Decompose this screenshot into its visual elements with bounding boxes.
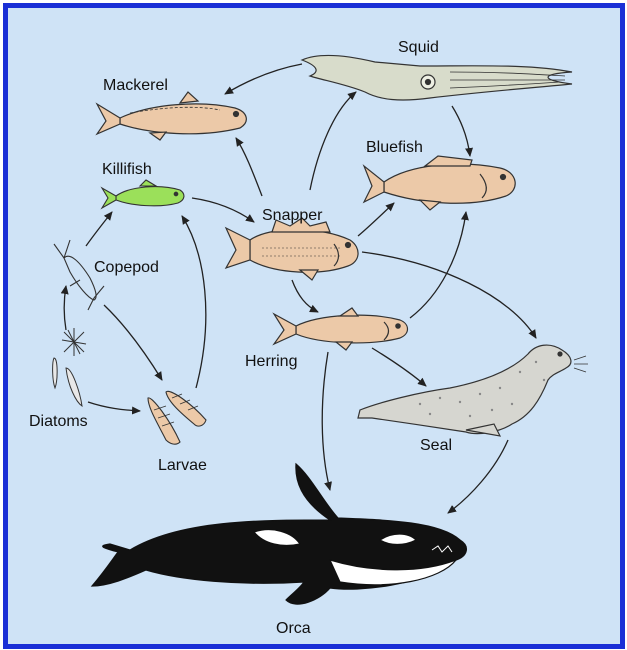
- arrow-snapper-to-herring: [292, 280, 318, 312]
- arrow-seal-to-orca: [448, 440, 508, 513]
- arrows: [64, 64, 536, 513]
- arrow-herring-to-seal: [372, 348, 426, 386]
- arrow-herring-to-bluefish: [410, 212, 466, 318]
- label-seal: Seal: [420, 437, 452, 454]
- bluefish-icon: [364, 156, 515, 210]
- arrow-copepod-to-larvae: [104, 305, 162, 380]
- arrow-snapper-to-squid: [310, 92, 356, 190]
- label-herring: Herring: [245, 353, 297, 370]
- arrow-herring-to-orca: [322, 352, 330, 490]
- diatoms-icon: [53, 328, 86, 406]
- arrow-squid-to-bluefish: [452, 106, 470, 156]
- mackerel-icon: [97, 92, 246, 140]
- label-bluefish: Bluefish: [366, 139, 423, 156]
- label-diatoms: Diatoms: [29, 413, 88, 430]
- arrow-squid-to-mackerel: [225, 64, 302, 94]
- squid-icon: [302, 56, 572, 100]
- label-squid: Squid: [398, 39, 439, 56]
- larvae-icon: [148, 391, 206, 444]
- label-killifish: Killifish: [102, 161, 152, 178]
- snapper-icon: [226, 218, 358, 280]
- orca-icon: [92, 464, 466, 604]
- arrow-snapper-to-bluefish: [358, 203, 394, 236]
- arrow-copepod-to-killifish: [86, 212, 112, 246]
- herring-icon: [274, 308, 408, 350]
- diatom-star: [62, 328, 86, 356]
- arrow-larvae-to-killifish: [182, 216, 206, 388]
- arrow-killifish-to-snapper: [192, 198, 254, 222]
- arrow-snapper-to-mackerel: [236, 138, 262, 196]
- label-orca: Orca: [276, 620, 311, 637]
- arrow-diatoms-to-larvae: [88, 402, 140, 411]
- arrow-diatoms-to-copepod: [64, 286, 66, 330]
- killifish-icon: [102, 180, 184, 208]
- label-copepod: Copepod: [94, 259, 159, 276]
- label-snapper: Snapper: [262, 207, 323, 224]
- label-mackerel: Mackerel: [103, 77, 168, 94]
- seal-icon: [358, 345, 588, 436]
- label-larvae: Larvae: [158, 457, 207, 474]
